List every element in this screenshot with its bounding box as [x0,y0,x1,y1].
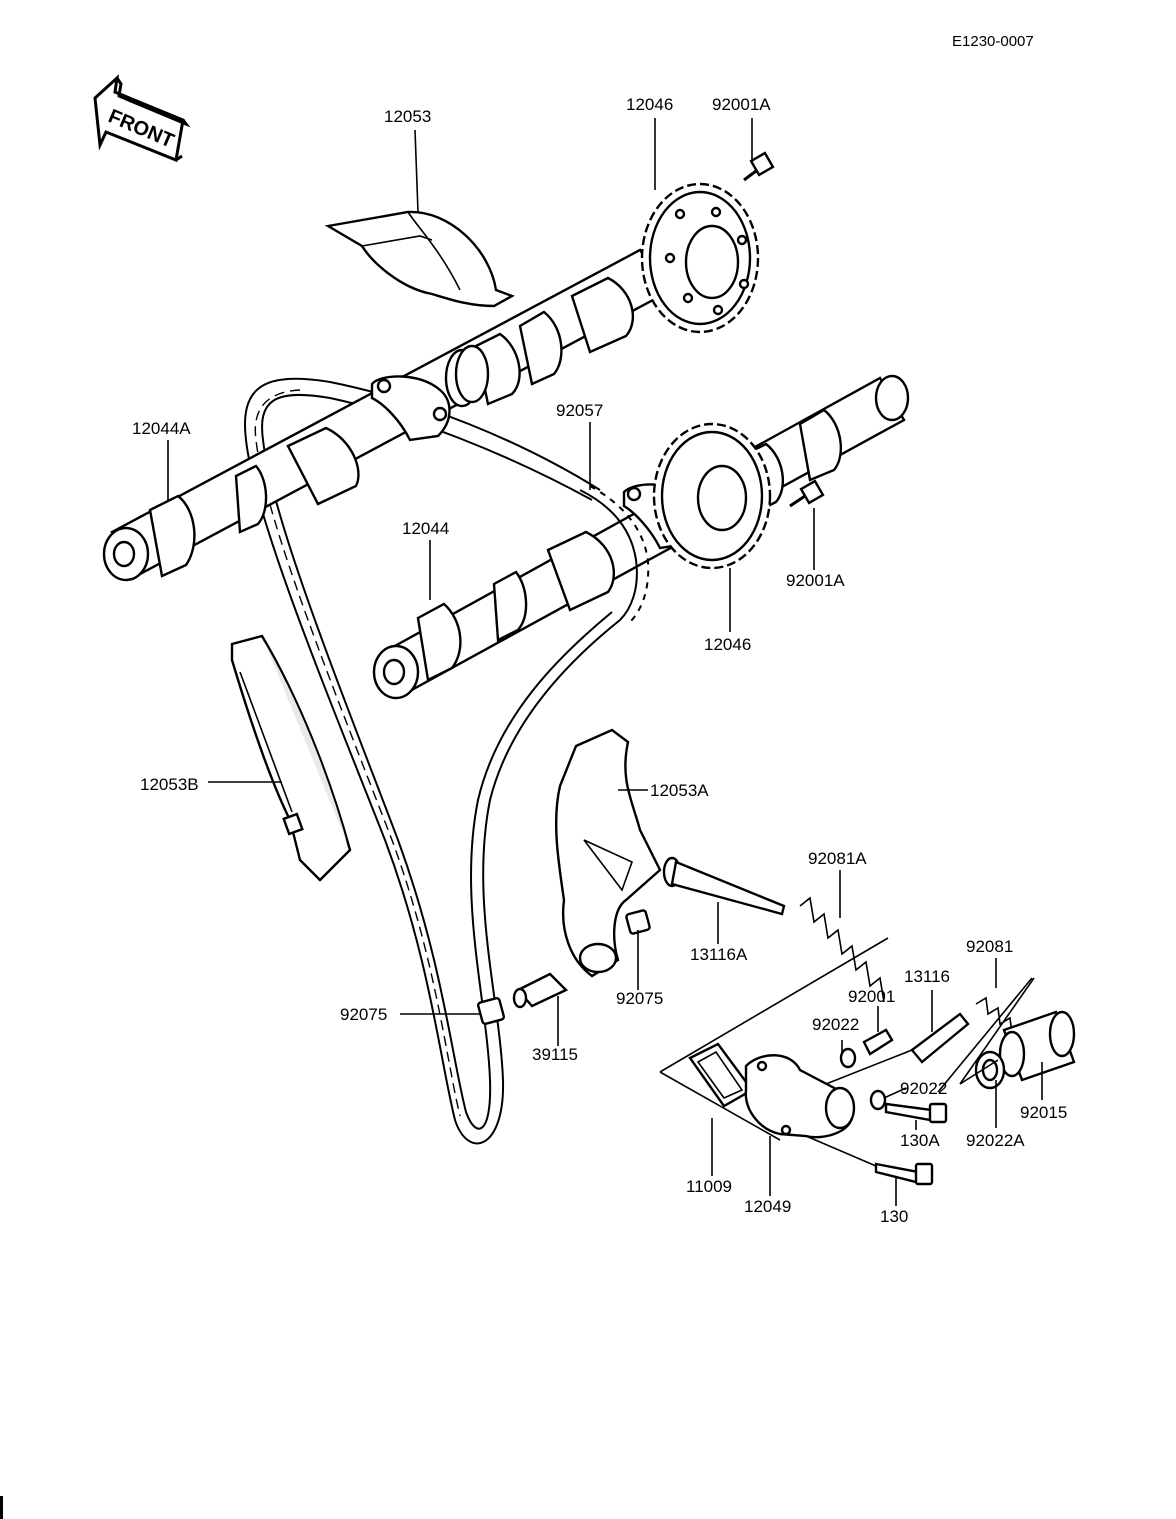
part-labels: 12053 12046 92001A 12044A 92057 12044 92… [132,95,1067,1226]
washer-small [839,1047,887,1111]
label-92022A: 92022A [966,1131,1025,1150]
tensioner-cap [998,1010,1076,1082]
chain-guide-left [230,634,352,882]
label-92022-upper: 92022 [812,1015,859,1034]
rubber-damper-right [625,909,651,935]
lock-bolt [862,1028,894,1056]
cam-sprocket-lower [652,422,772,570]
guide-pin [512,972,569,1009]
label-12053A: 12053A [650,781,709,800]
label-11009: 11009 [686,1177,732,1196]
label-39115: 39115 [532,1045,578,1064]
label-92001: 92001 [848,987,895,1006]
chain-tensioner-guide [554,728,662,978]
camshaft-upper [102,248,670,582]
label-12053: 12053 [384,107,431,126]
label-92057: 92057 [556,401,603,420]
sprocket-bolt-upper [743,151,775,182]
label-92075-right: 92075 [616,989,663,1008]
label-92001A-top: 92001A [712,95,771,114]
leader-line [937,977,1033,1093]
label-12046-bottom: 12046 [704,635,751,654]
bolt-130A [884,1102,948,1124]
label-13116A: 13116A [690,945,748,964]
label-92075-left: 92075 [340,1005,387,1024]
label-130A: 130A [900,1131,940,1150]
camshaft-lower [372,374,910,700]
corner-mark [0,1496,3,1519]
chain-guide-top [324,210,515,308]
tensioner-body [744,1054,856,1139]
gasket [688,1042,754,1108]
bolt-130 [805,1135,934,1186]
label-92022-lower: 92022 [900,1079,947,1098]
front-arrow-icon: FRONT [93,74,191,163]
label-92015: 92015 [1020,1103,1067,1122]
tensioner-pushrod [662,856,786,916]
tensioner-pushrod-small [825,1012,970,1085]
tensioner-spring-A [799,896,885,1003]
label-130: 130 [880,1207,908,1226]
chain-links [579,485,650,623]
label-13116: 13116 [904,967,950,986]
diagram-id: E1230-0007 [952,33,1034,50]
sealing-washer [974,1050,1006,1090]
cam-sprocket-upper [640,182,760,334]
sprocket-bolt-lower [789,479,825,508]
cam-chain [244,377,621,1145]
tensioner-assembly-outline [659,937,889,1141]
label-92081: 92081 [966,937,1013,956]
label-92001A-right: 92001A [786,571,845,590]
label-12053B: 12053B [140,775,199,794]
label-12044A: 12044A [132,419,191,438]
rubber-damper-left [477,997,505,1025]
label-12049: 12049 [744,1197,791,1216]
label-12044: 12044 [402,519,449,538]
leader-lines [167,118,1043,1206]
label-92081A: 92081A [808,849,867,868]
label-12046-top: 12046 [626,95,673,114]
